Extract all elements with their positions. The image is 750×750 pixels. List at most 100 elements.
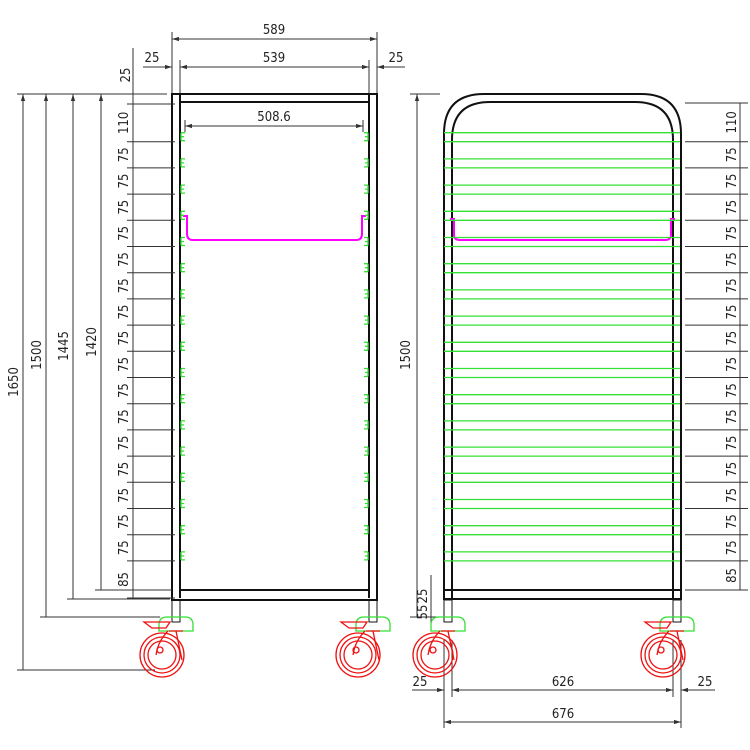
wheel-ring [147,640,177,670]
caster-plate [355,616,391,632]
wheel-hub [429,646,437,654]
shelf-bracket-right [364,132,369,142]
pitch-label: 75 [725,226,740,241]
pitch-label: 75 [725,488,740,503]
caster-plate [430,616,466,632]
pitch-label: 75 [725,200,740,215]
caster-stem [443,599,453,623]
side-dimensions: 1500 55 25 25 626 25 676 [399,93,715,728]
shelf-bracket-right [364,289,369,299]
casters [139,599,695,678]
shelf-bracket-left [180,132,185,142]
shelf-bracket-left [180,420,185,430]
wheel-ring [416,636,454,674]
dim-total-height: 1650 [7,367,22,397]
wheel-ring [343,640,373,670]
pitch-label: 75 [725,252,740,267]
pitch-label: 75 [725,357,740,372]
dim-overall-width: 589 [263,23,285,38]
shelf-bracket-left [180,210,185,220]
shelf-bracket-right [364,551,369,561]
pitch-label: 75 [725,462,740,477]
brake-pedal [643,621,673,629]
pitch-label: 75 [725,147,740,162]
shelf-bracket-right [364,184,369,194]
dim-side-right: 25 [389,51,404,66]
pitch-label: 110 [117,112,132,134]
brake-pedal [142,621,172,629]
pitch-label: 75 [117,147,132,162]
front-shelf-brackets [180,132,369,561]
pitch-label: 85 [725,568,740,583]
wheel-ring [644,636,682,674]
dim-inner-width: 539 [263,51,285,66]
dim-side-left: 25 [145,51,160,66]
pitch-label: 75 [117,357,132,372]
shelf-bracket-right [364,210,369,220]
brake-pedal [339,621,369,629]
caster-stem [171,599,181,623]
pitch-label: 75 [725,174,740,189]
caster-wheel [335,599,391,678]
shelf-bracket-left [180,289,185,299]
shelf-bracket-right [364,341,369,351]
pitch-label: 75 [117,409,132,424]
shelf-bracket-left [180,525,185,535]
shelf-bracket-right [364,446,369,456]
dim-bottom-right: 25 [698,675,713,690]
shelf-bracket-left [180,367,185,378]
caster-wheel [640,599,695,678]
pitch-label: 75 [117,226,132,241]
caster-fork [155,630,183,661]
pitch-label: 75 [725,436,740,451]
wheel-hub [156,646,164,654]
dim-caster-offset-a: 55 [416,605,431,620]
front-top-dimensions: 589 539 25 25 508.6 25 [119,23,405,132]
side-view-frame [443,93,682,600]
wheel-hub [352,646,360,654]
shelf-bracket-left [180,236,185,247]
shelf-bracket-left [180,394,185,404]
pitch-label: 110 [725,111,740,133]
wheel-ring [640,632,686,678]
dim-side-height: 1500 [399,340,414,370]
wheel-ring [335,632,381,678]
pitch-label: 75 [117,252,132,267]
wheel-ring [420,640,450,670]
shelf-bracket-left [180,158,185,168]
shelf-bracket-left [180,446,185,456]
dim-height-1420: 1420 [85,327,100,357]
dim-bottom-middle: 626 [552,675,574,690]
pitch-label: 75 [725,409,740,424]
wheel-ring [143,636,181,674]
shelf-bracket-right [364,367,369,378]
dim-shelf-span: 508.6 [257,110,290,125]
shelf-bracket-right [364,263,369,273]
pitch-label: 75 [725,540,740,555]
shelf-bracket-left [180,551,185,561]
wheel-ring [412,632,458,678]
dim-height-1500: 1500 [30,340,45,370]
pitch-label: 75 [117,436,132,451]
pitch-label: 75 [117,540,132,555]
shelf-bracket-right [364,472,369,482]
caster-fork [656,630,684,661]
dim-caster-offset-b: 25 [416,589,431,604]
pitch-label: 75 [725,514,740,529]
dim-bottom-overall: 676 [552,707,574,722]
pitch-label: 75 [117,305,132,320]
caster-stem [672,599,682,623]
pitch-label: 75 [117,462,132,477]
front-view-frame [171,93,378,601]
caster-stem [368,599,378,623]
caster-wheel [412,599,466,678]
front-height-dimensions: 1650 1500 1445 1420 [7,93,172,671]
shelf-bracket-right [364,315,369,325]
shelf-bracket-left [180,498,185,509]
dim-top-offset: 25 [119,68,134,83]
front-tray [183,215,366,241]
shelf-bracket-left [180,315,185,325]
pitch-label: 75 [117,278,132,293]
